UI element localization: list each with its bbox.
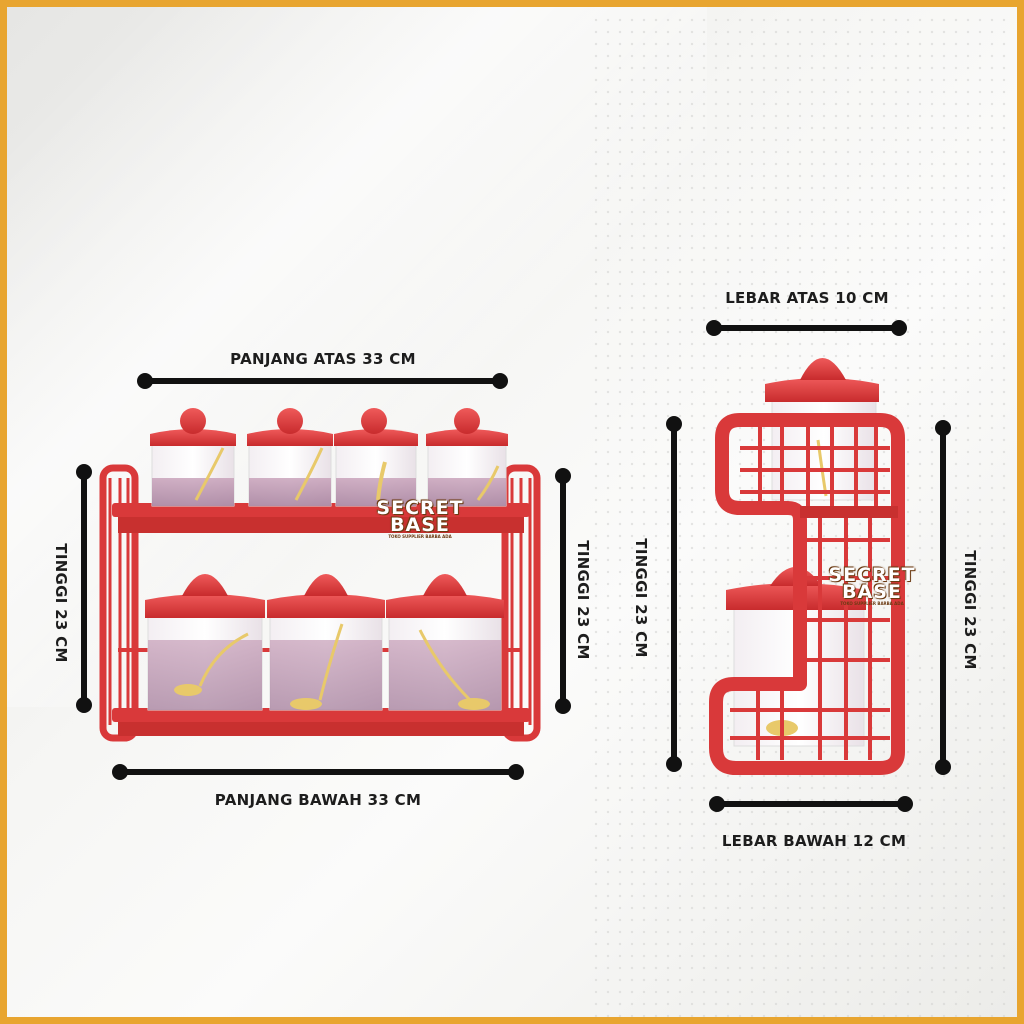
jar [247,408,333,507]
label-front-left-height: TINGGI 23 CM [52,543,70,663]
watermark-tagline: TOKO SUPPLIER BARBA ADA [388,534,452,539]
label-side-right-height: TINGGI 23 CM [961,550,979,670]
jar [145,574,265,711]
watermark-line2: BASE [842,581,902,603]
label-side-left-height: TINGGI 23 CM [632,538,650,658]
front-bottom-shelf-lip [118,722,524,736]
jar [150,408,236,507]
side-rack-frame [709,413,905,775]
front-top-jars [150,408,508,507]
jar [386,574,504,711]
label-top-length: PANJANG ATAS 33 CM [230,350,416,368]
front-bottom-shelf [112,708,530,722]
front-top-shelf-lip [118,517,524,533]
label-front-right-height: TINGGI 23 CM [574,540,592,660]
watermark-line1: SECRET [828,564,916,586]
watermark-logo: SECRET BASE TOKO SUPPLIER BARBA ADA [828,564,916,607]
watermark-logo: SECRET BASE TOKO SUPPLIER BARBA ADA [376,497,464,540]
jar [334,408,418,507]
watermark-line2: BASE [390,514,450,536]
jar [426,408,508,507]
label-top-width: LEBAR ATAS 10 CM [725,289,889,307]
side-top-jar [765,358,879,501]
watermark-tagline: TOKO SUPPLIER BARBA ADA [840,601,904,606]
watermark-line1: SECRET [376,497,464,519]
side-middle-shelf [800,506,898,518]
side-bottom-grid [730,515,890,760]
label-bottom-length: PANJANG BAWAH 33 CM [214,791,422,809]
side-rack [709,358,905,775]
front-bottom-jars [145,574,504,711]
dimension-lines [76,320,951,812]
jar [267,574,385,711]
label-bottom-width: LEBAR BAWAH 12 CM [721,832,907,850]
product-illustration [76,320,951,812]
side-top-grid [740,425,890,510]
